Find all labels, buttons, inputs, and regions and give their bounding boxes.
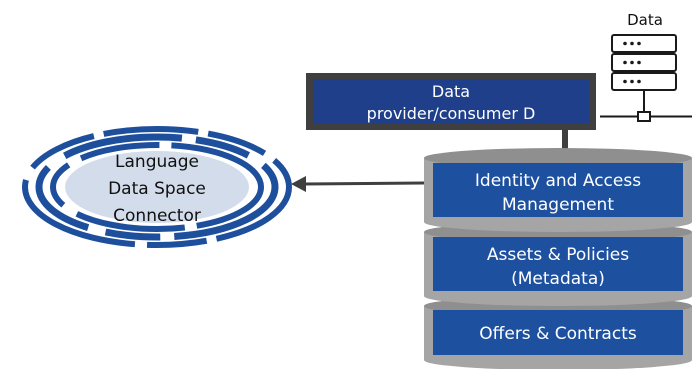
assets-label-line1: Assets & Policies xyxy=(487,245,629,265)
connector-core xyxy=(65,151,249,223)
stack-layer-identity: Identity and Access Management xyxy=(424,148,692,232)
data-server: Data xyxy=(600,11,692,122)
provider-consumer-box: Data provider/consumer D xyxy=(306,73,596,130)
stack-layer-offers: Offers & Contracts xyxy=(424,296,692,369)
connector-rings-icon xyxy=(22,126,292,248)
stack-layer-assets: Assets & Policies (Metadata) xyxy=(424,222,692,306)
arrow-left-icon xyxy=(291,176,425,192)
data-server-label: Data xyxy=(627,11,663,29)
assets-label-line2: (Metadata) xyxy=(511,269,605,289)
server-icon xyxy=(600,34,692,122)
offers-label: Offers & Contracts xyxy=(479,324,637,344)
identity-label-line2: Management xyxy=(502,195,614,215)
connector-label-line1: Language xyxy=(115,152,199,172)
box-stack-connector xyxy=(562,130,568,154)
connector-label-line2: Data Space xyxy=(108,179,206,199)
provider-box-line1: Data xyxy=(432,82,470,101)
provider-box-line2: provider/consumer D xyxy=(367,104,536,123)
identity-label-line1: Identity and Access xyxy=(475,171,641,191)
connector-label-line3: Connector xyxy=(113,206,201,226)
server-led-dots xyxy=(623,41,641,84)
